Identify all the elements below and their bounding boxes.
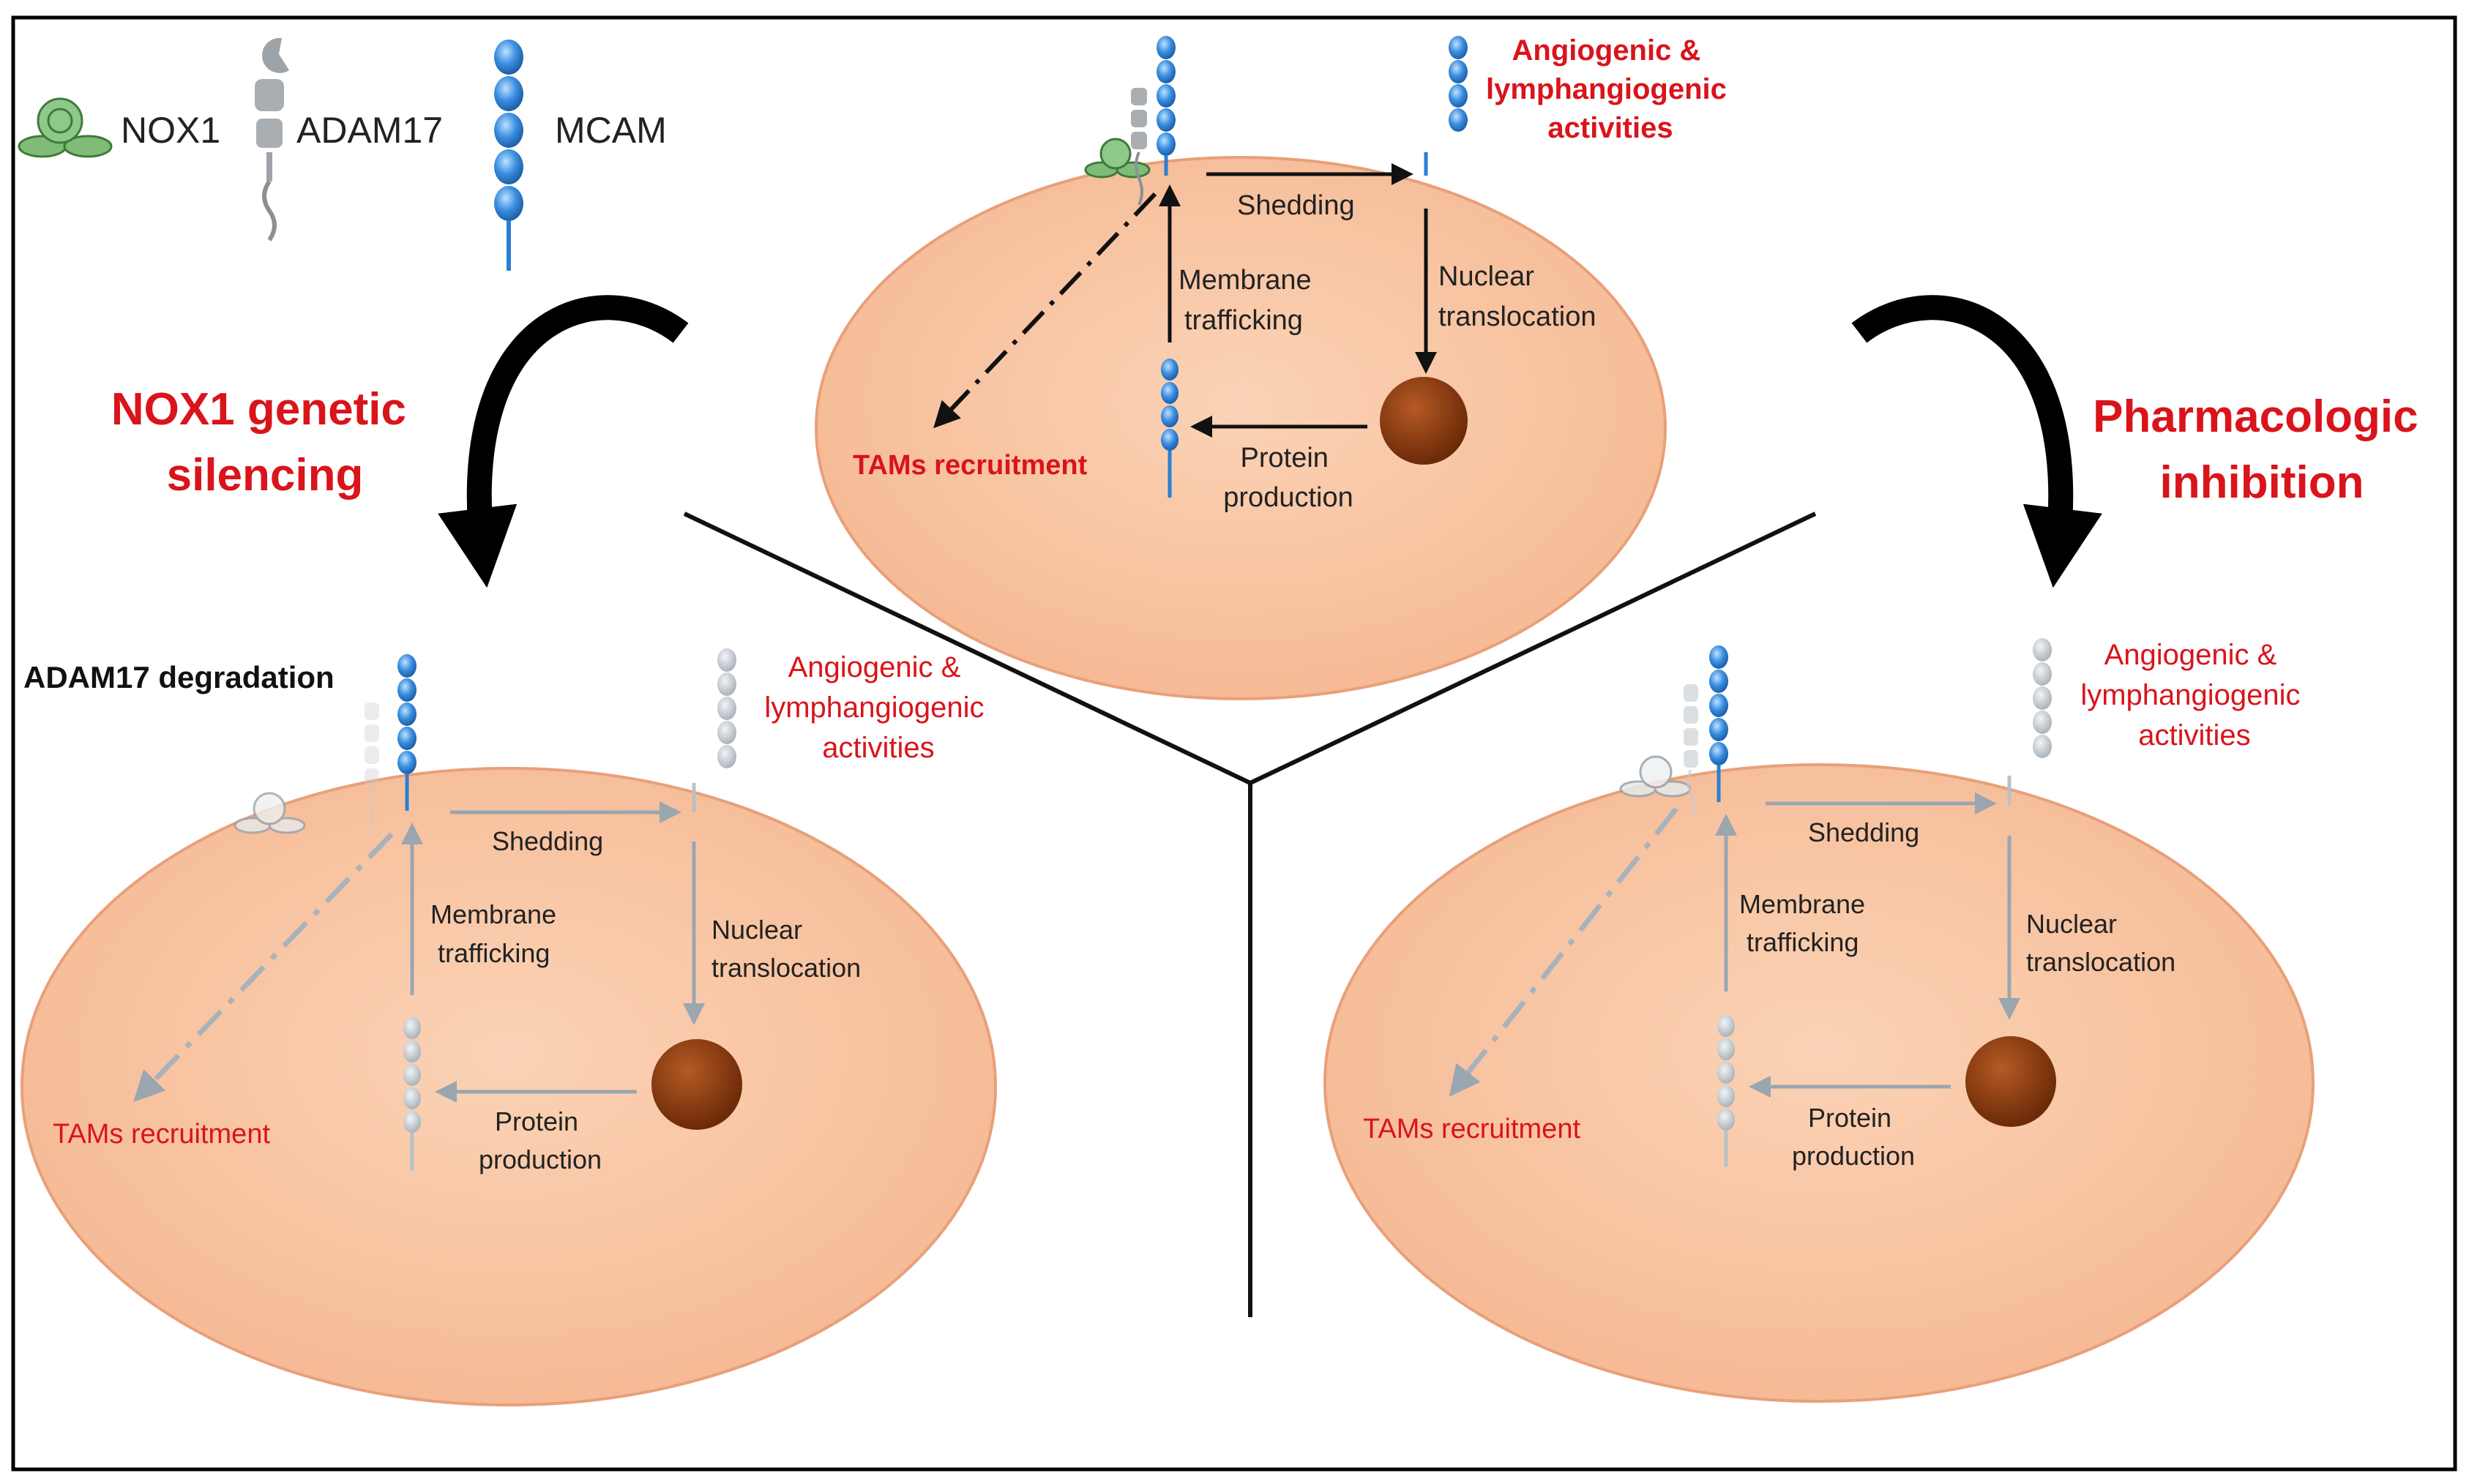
cell-top-nucleus (1380, 377, 1468, 465)
cell-top-protein-label: Protein production (1223, 443, 1353, 513)
cell-right: Shedding Membrane trafficking Nuclear tr… (1323, 638, 2315, 1403)
cell-right-nucleus (1965, 1036, 2056, 1127)
cell-top: Shedding Membrane trafficking Nuclear tr… (815, 34, 1735, 700)
cell-right-shedding-label: Shedding (1808, 817, 1919, 847)
nox1-icon (18, 97, 113, 158)
cell-left-nucleus (651, 1039, 742, 1130)
cell-right-internal-mcam-icon (1717, 1015, 1735, 1167)
cell-top-tams-label: TAMs recruitment (853, 450, 1088, 481)
cell-right-adam17-icon (1684, 684, 1698, 817)
cell-top-mcam-icon (1157, 36, 1176, 176)
cell-top-membrane-label: Membrane trafficking (1179, 265, 1319, 336)
outer-frame (11, 15, 2457, 1472)
cell-left-tams-label: TAMs recruitment (53, 1119, 270, 1150)
cell-top-nox1-icon (1084, 138, 1151, 179)
divider-lines (683, 511, 1817, 1317)
cell-top-nuclear-label: Nuclear translocation (1438, 261, 1596, 332)
cell-left-membrane-label: Membrane trafficking (430, 899, 564, 968)
cell-right-mcam-icon (1709, 645, 1728, 802)
cell-right-protein-label: Protein production (1792, 1103, 1915, 1171)
cell-left-activities-label: Angiogenic & lymphangiogenic activities (764, 651, 992, 764)
cell-left-mcam-icon (397, 654, 417, 811)
legend-mcam-label: MCAM (555, 110, 667, 151)
mcam-icon (494, 40, 523, 271)
legend-nox1-label: NOX1 (121, 110, 220, 151)
cell-left-shed-mcam-icon (692, 648, 736, 812)
right-branch-title: Pharmacologic inhibition (2093, 391, 2431, 508)
left-branch-title: NOX1 genetic silencing (111, 384, 419, 501)
cell-right-nuclear-label: Nuclear translocation (2026, 909, 2175, 977)
cell-right-shed-mcam-icon (2007, 638, 2052, 805)
cell-top-shedding-label: Shedding (1237, 190, 1355, 221)
cell-right-activities-label: Angiogenic & lymphangiogenic activities (2080, 639, 2308, 752)
cell-left-membrane (20, 767, 997, 1406)
cell-right-nox1-icon (1619, 755, 1692, 798)
cell-left-shedding-label: Shedding (492, 826, 603, 856)
cell-left-nox1-icon (234, 792, 306, 834)
cell-right-membrane-label: Membrane trafficking (1739, 889, 1872, 957)
cell-left: ADAM17 degradation Shedding Membrane tra… (20, 648, 997, 1406)
left-branch-arrow (438, 295, 689, 588)
cell-top-activities-label: Angiogenic & lymphangiogenic activities (1486, 34, 1735, 144)
adam17-icon (255, 37, 289, 241)
cell-left-protein-label: Protein production (479, 1106, 602, 1174)
cell-left-degradation-label: ADAM17 degradation (23, 660, 335, 694)
cell-left-faded-adam17-icon (365, 702, 379, 827)
cell-left-internal-mcam-icon (403, 1017, 421, 1171)
cell-top-adam17-icon (1131, 88, 1147, 206)
legend: NOX1 ADAM17 MCAM (18, 37, 667, 271)
cell-left-nuclear-label: Nuclear translocation (711, 915, 861, 983)
cell-right-tams-label: TAMs recruitment (1363, 1114, 1580, 1144)
cell-right-membrane (1323, 763, 2315, 1403)
cell-top-shed-mcam-icon (1424, 36, 1468, 176)
legend-adam17-label: ADAM17 (296, 110, 443, 151)
right-branch-arrow (1851, 295, 2102, 588)
cell-top-internal-mcam-icon (1161, 359, 1179, 498)
